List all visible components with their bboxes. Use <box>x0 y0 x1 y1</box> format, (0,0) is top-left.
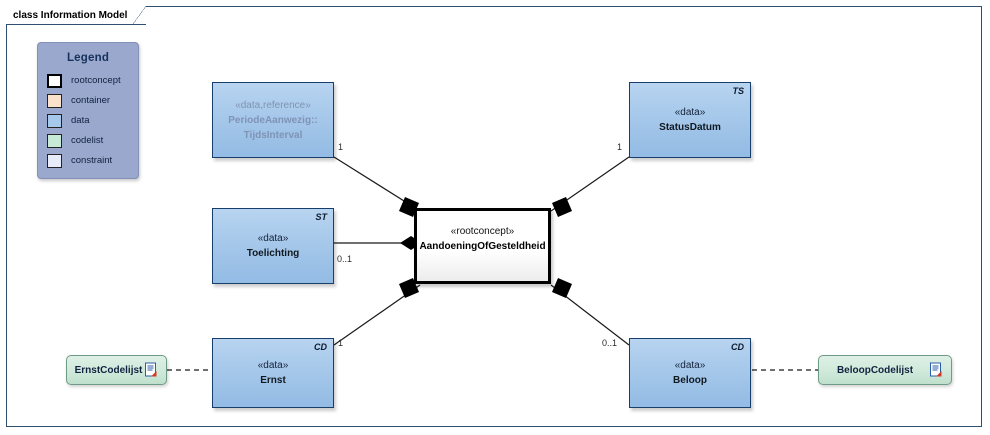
codelist-node-beloopcodelijst[interactable]: BeloopCodelijst <box>818 355 952 385</box>
class-name: Beloop <box>673 375 707 386</box>
document-icon <box>930 362 942 377</box>
class-node-toelichting[interactable]: ST «data» Toelichting <box>212 208 334 284</box>
class-corner-tag-cd: CD <box>314 342 327 352</box>
class-stereotype: «data» <box>257 233 289 244</box>
class-corner-tag-st: ST <box>315 212 327 222</box>
class-stereotype: «data» <box>674 107 706 118</box>
diagram-title: class Information Model <box>13 10 128 21</box>
multiplicity-statusdatum: 1 <box>617 142 623 152</box>
legend-swatch-constraint <box>47 153 62 168</box>
legend-panel[interactable]: Legend rootconcept container data codeli… <box>37 42 139 179</box>
multiplicity-ernst: 1 <box>338 338 344 348</box>
diagram-title-tab[interactable]: class Information Model <box>6 6 147 25</box>
legend-items: rootconcept container data codelist cons… <box>38 71 138 170</box>
class-corner-tag-ts: TS <box>732 86 744 96</box>
diagram-frame <box>6 6 982 427</box>
multiplicity-beloop: 0..1 <box>602 338 618 348</box>
class-name: AandoeningOfGesteldheid <box>419 241 546 252</box>
codelist-node-ernstcodelijst[interactable]: ErnstCodelijst <box>66 355 167 385</box>
class-name-line1: PeriodeAanwezig:: <box>228 114 318 126</box>
legend-swatch-container <box>47 93 62 108</box>
legend-item-container: container <box>47 91 138 110</box>
multiplicity-periode: 1 <box>338 142 344 152</box>
legend-label-container: container <box>71 95 111 106</box>
class-name-line2: TijdsInterval <box>243 129 303 141</box>
legend-swatch-data <box>47 113 62 128</box>
class-name: Ernst <box>260 375 286 386</box>
legend-swatch-rootconcept <box>47 73 62 88</box>
class-node-aandoeningofgesteldheid[interactable]: «rootconcept» AandoeningOfGesteldheid <box>414 208 551 284</box>
class-corner-tag-cd: CD <box>731 342 744 352</box>
document-icon <box>145 362 157 377</box>
class-stereotype: «data» <box>257 360 289 371</box>
class-node-ernst[interactable]: CD «data» Ernst <box>212 338 334 408</box>
class-stereotype: «data» <box>674 360 706 371</box>
class-name: Toelichting <box>246 248 300 259</box>
legend-item-constraint: constraint <box>47 151 138 170</box>
codelist-label: BeloopCodelijst <box>836 364 914 376</box>
legend-label-codelist: codelist <box>71 135 104 146</box>
codelist-label: ErnstCodelijst <box>74 364 143 376</box>
class-name: StatusDatum <box>659 122 721 133</box>
legend-swatch-codelist <box>47 133 62 148</box>
class-node-periodeaanwezig-tijdsinterval[interactable]: «data,reference» PeriodeAanwezig:: Tijds… <box>212 82 334 158</box>
legend-label-data: data <box>71 115 90 126</box>
legend-label-constraint: constraint <box>71 155 113 166</box>
legend-item-rootconcept: rootconcept <box>47 71 138 90</box>
class-stereotype: «data,reference» <box>235 99 311 111</box>
class-node-statusdatum[interactable]: TS «data» StatusDatum <box>629 82 751 158</box>
legend-title: Legend <box>66 52 110 64</box>
multiplicity-toelichting: 0..1 <box>337 254 353 264</box>
class-stereotype: «rootconcept» <box>450 226 515 237</box>
legend-item-codelist: codelist <box>47 131 138 150</box>
legend-label-rootconcept: rootconcept <box>71 75 121 86</box>
class-node-beloop[interactable]: CD «data» Beloop <box>629 338 751 408</box>
legend-item-data: data <box>47 111 138 130</box>
diagram-title-underline <box>6 24 134 25</box>
